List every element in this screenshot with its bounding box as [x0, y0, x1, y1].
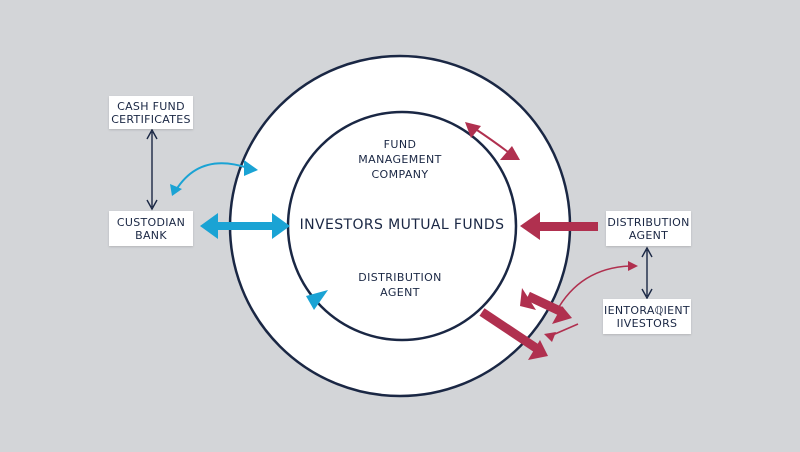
investors-line-1: IENTORAℚIENT: [604, 303, 690, 317]
cash-fund-line-1: CASH FUND: [117, 99, 185, 113]
distribution-inbound-arrow: [520, 212, 598, 240]
investors-box: IENTORAℚIENT IIVESTORS: [603, 299, 691, 334]
custodian-double-arrow: [200, 213, 290, 239]
distribution-inner-line-2: AGENT: [380, 286, 420, 299]
distribution-inner-line-1: DISTRIBUTION: [358, 271, 442, 284]
fund-management-line-2: MANAGEMENT: [358, 153, 442, 166]
main-title-label: INVESTORS MUTUAL FUNDS: [292, 216, 512, 234]
distribution-right-line-1: DISTRIBUTION: [607, 215, 690, 229]
red-thick-arrow-outbound: [479, 308, 548, 360]
red-thick-arrow-mid: [520, 288, 572, 324]
cash-fund-certificates-box: CASH FUND CERTIFICATES: [109, 96, 193, 129]
fund-management-line-3: COMPANY: [371, 168, 429, 181]
distribution-right-line-2: AGENT: [628, 228, 669, 242]
custodian-bank-box: CUSTODIAN BANK: [109, 211, 193, 246]
custodian-line-2: BANK: [135, 228, 167, 242]
fund-management-line-1: FUND: [383, 138, 417, 151]
red-curved-arrow-right: [555, 261, 638, 313]
main-title: INVESTORS MUTUAL FUNDS: [299, 217, 505, 233]
red-thin-arrow-short: [544, 323, 579, 342]
red-curved-arrow-top: [465, 122, 520, 160]
distribution-agent-box: DISTRIBUTION AGENT: [606, 211, 691, 246]
fund-management-label: FUND MANAGEMENT COMPANY: [330, 137, 470, 182]
distribution-investors-link-arrow: [641, 246, 653, 300]
investors-line-2: IIVESTORS: [616, 316, 678, 330]
cash-custodian-link-arrow: [146, 128, 158, 211]
custodian-line-1: CUSTODIAN: [116, 215, 186, 229]
blue-curved-arrow: [170, 160, 258, 196]
cash-fund-line-2: CERTIFICATES: [111, 112, 191, 126]
distribution-inner-label: DISTRIBUTION AGENT: [330, 270, 470, 300]
blue-inner-triangle: [306, 290, 328, 310]
